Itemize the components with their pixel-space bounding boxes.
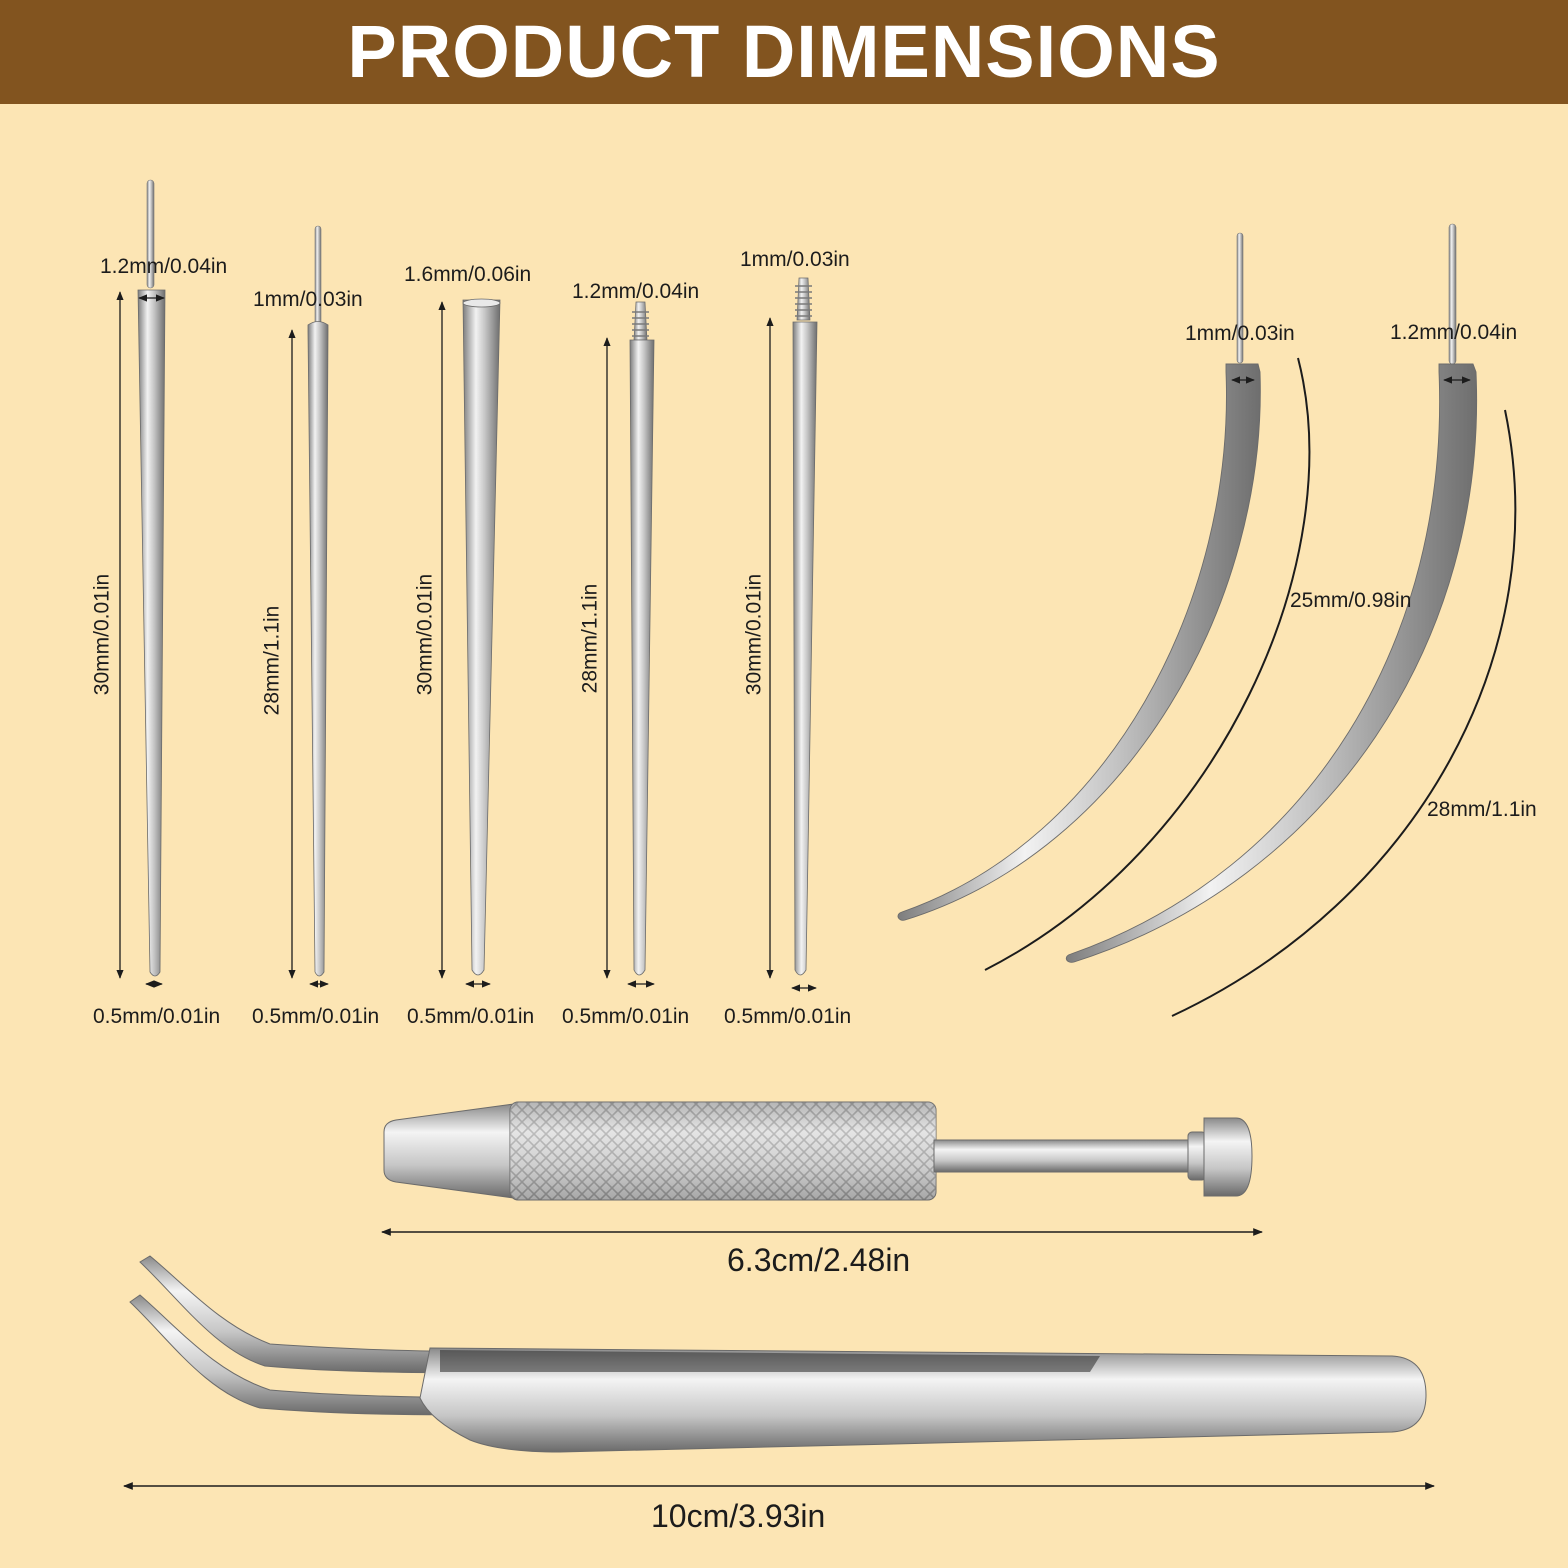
taper-3-length-label: 30mm/0.01in [413, 573, 437, 696]
taper-4-bottom-label: 0.5mm/0.01in [562, 1005, 690, 1028]
curved-taper-2 [1065, 223, 1517, 1017]
curved-2-top-label: 1.2mm/0.04in [1390, 321, 1518, 344]
taper-2-bottom-label: 0.5mm/0.01in [252, 1005, 380, 1028]
taper-2-length-label: 28mm/1.1in [260, 605, 284, 716]
taper-1-top-label: 1.2mm/0.04in [100, 255, 228, 278]
taper-4-top-label: 1.2mm/0.04in [572, 280, 700, 303]
curved-2-length-label: 28mm/1.1in [1427, 798, 1537, 821]
taper-3 [438, 298, 501, 988]
taper-4-length-label: 28mm/1.1in [578, 583, 602, 694]
page-title: PRODUCT DIMENSIONS [347, 10, 1221, 93]
bent-tweezers [123, 1255, 1435, 1490]
taper-1-length-label: 30mm/0.01in [90, 573, 114, 696]
taper-2 [288, 225, 329, 988]
product-diagram [116, 179, 1517, 1490]
curved-1-top-label: 1mm/0.03in [1185, 322, 1295, 345]
taper-5-bottom-label: 0.5mm/0.01in [724, 1005, 852, 1028]
taper-1 [116, 179, 166, 988]
taper-5-top-label: 1mm/0.03in [740, 248, 850, 271]
taper-2-top-label: 1mm/0.03in [253, 288, 363, 311]
curved-taper-1 [897, 232, 1311, 971]
ball-grabber-tool [381, 1101, 1263, 1236]
taper-1-bottom-label: 0.5mm/0.01in [93, 1005, 221, 1028]
title-banner: PRODUCT DIMENSIONS [0, 0, 1568, 104]
ball-grabber-length-label: 6.3cm/2.48in [727, 1242, 911, 1278]
taper-5-length-label: 30mm/0.01in [742, 573, 766, 696]
taper-3-bottom-label: 0.5mm/0.01in [407, 1005, 535, 1028]
curved-1-length-label: 25mm/0.98in [1290, 589, 1412, 612]
taper-3-top-label: 1.6mm/0.06in [404, 263, 532, 286]
taper-5 [766, 277, 818, 992]
tweezers-length-label: 10cm/3.93in [651, 1498, 826, 1534]
taper-4 [603, 301, 655, 988]
